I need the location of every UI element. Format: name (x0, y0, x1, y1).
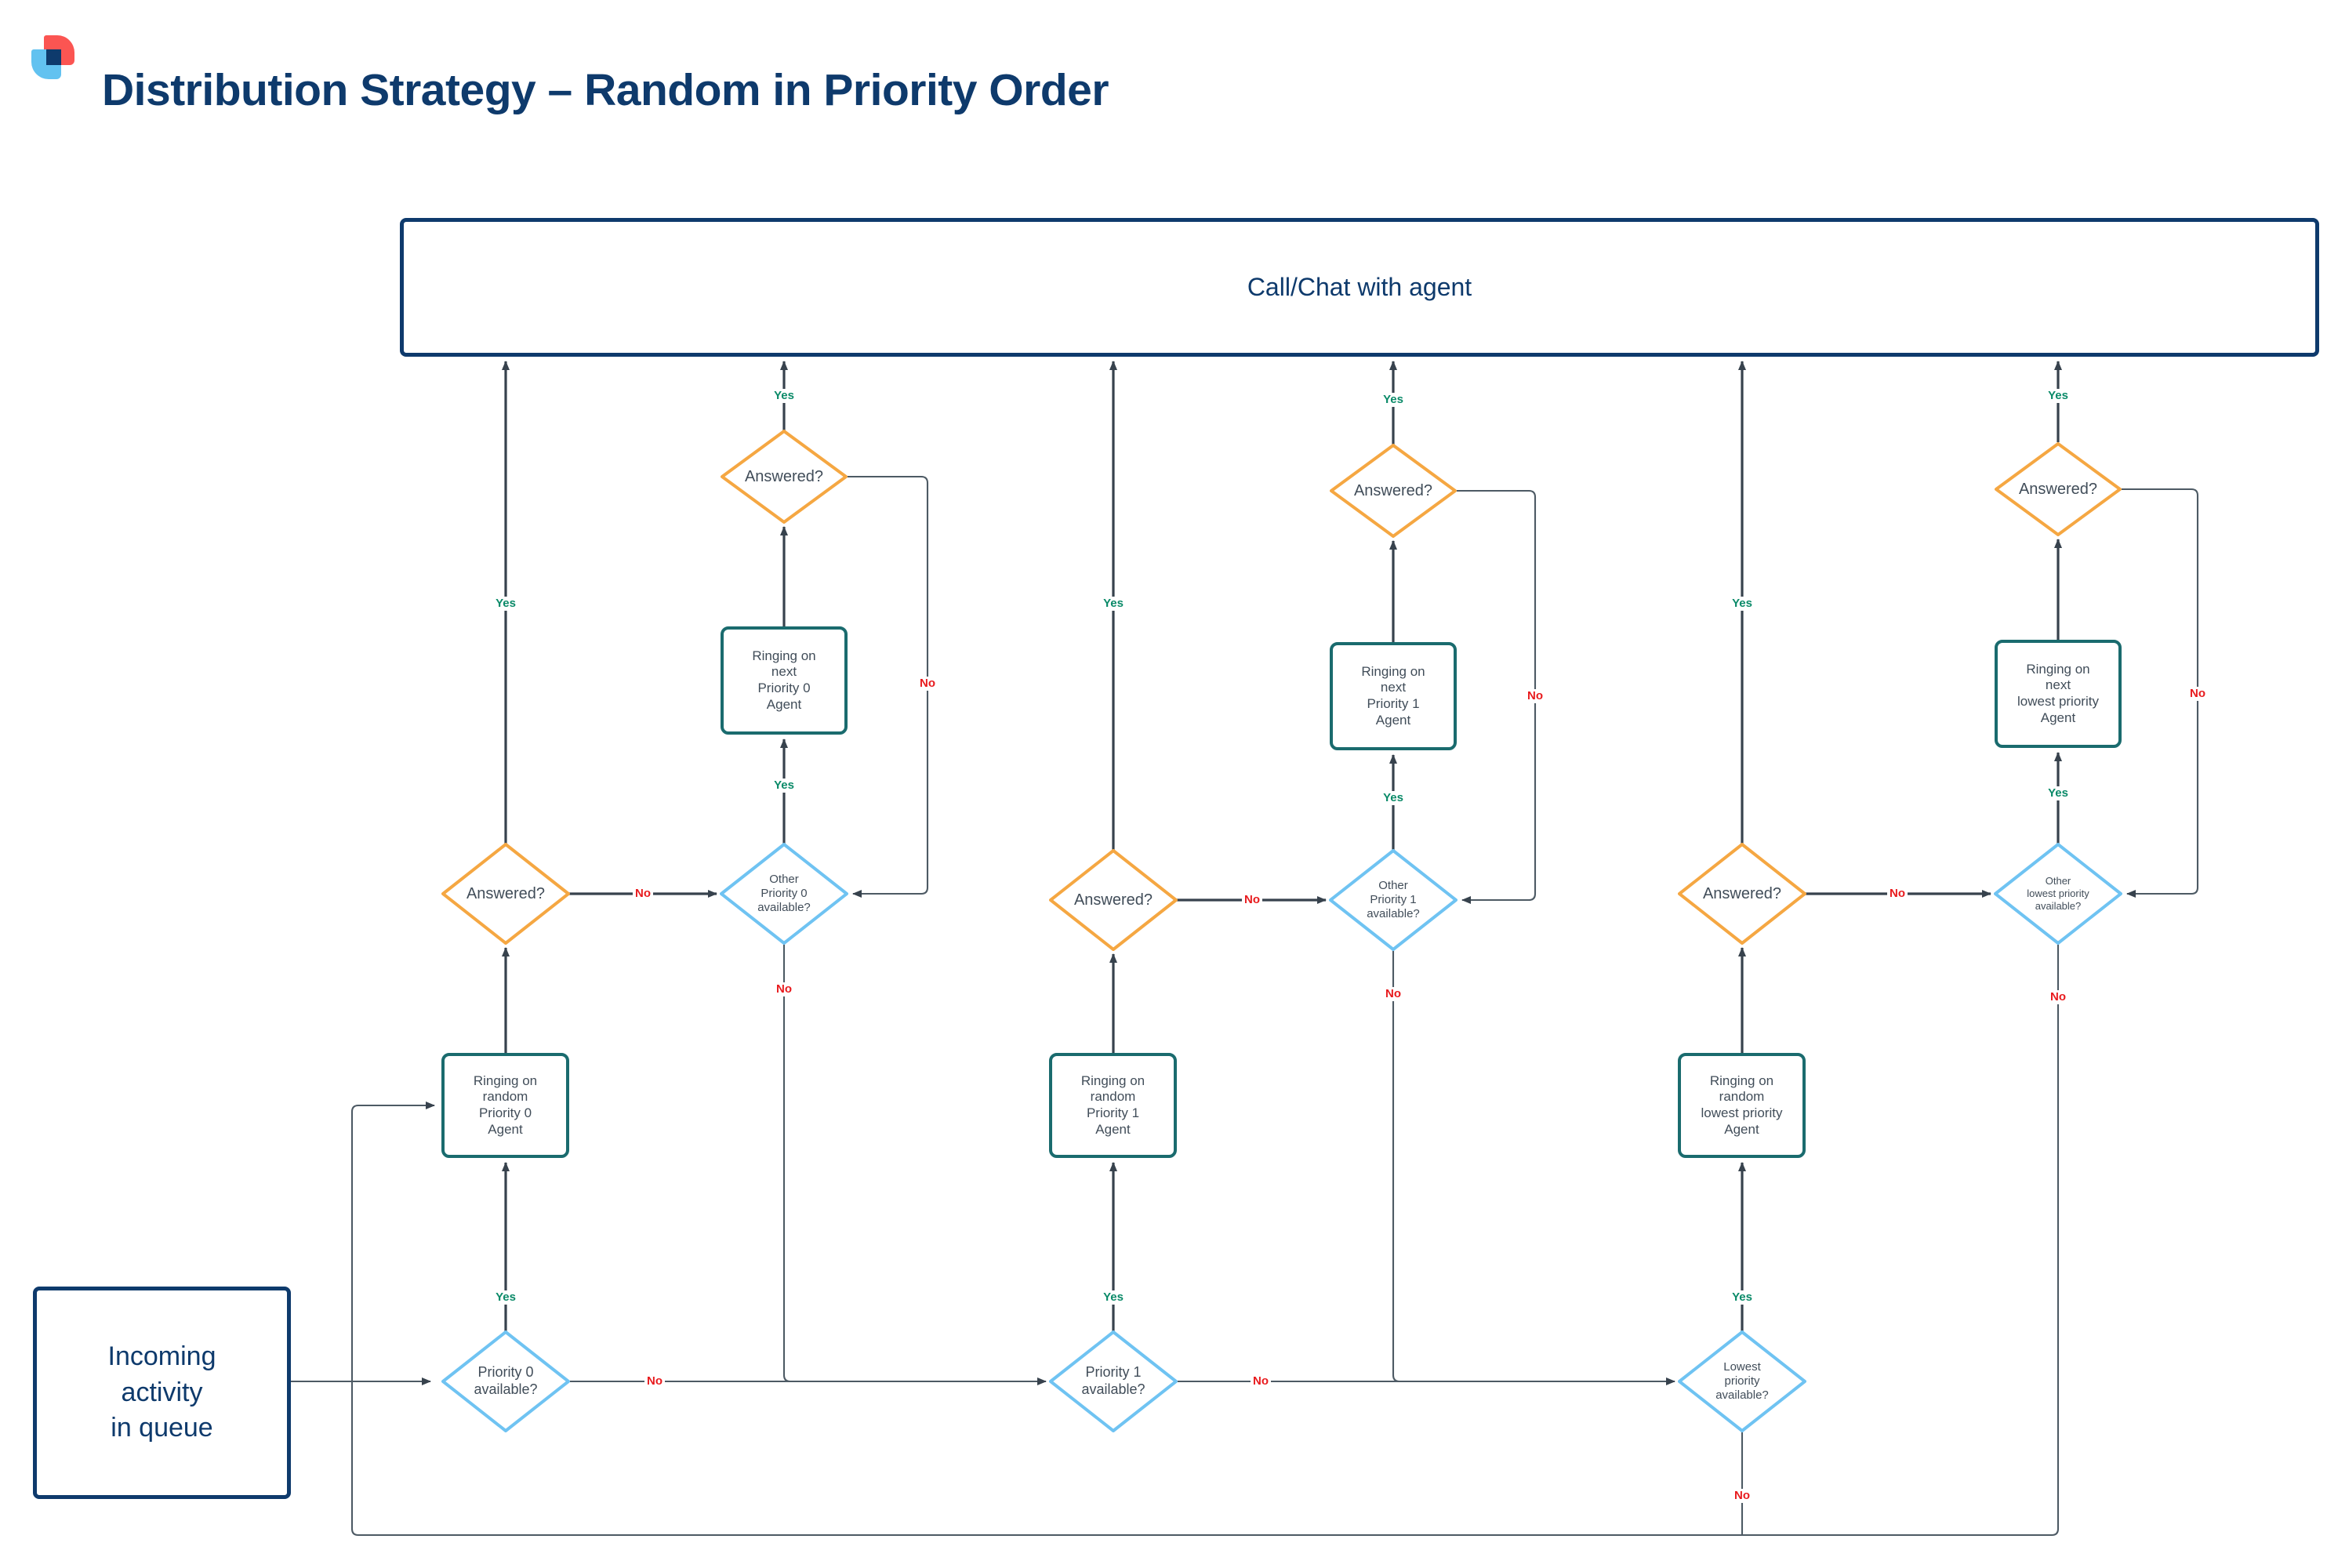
answered-label: Answered? (466, 884, 546, 902)
ring-next-p1-box: Ringing on next Priority 1 Agent (1330, 642, 1457, 750)
no-label: No (1251, 1374, 1271, 1388)
no-label: No (633, 887, 653, 901)
lowest-available-decision: Lowest priority available? (1678, 1330, 1806, 1432)
priority0-available-decision: Priority 0 available? (441, 1330, 570, 1432)
ring-random-p0-label: Ringing on random Priority 0 Agent (473, 1073, 538, 1137)
no-label: No (1383, 987, 1403, 1001)
priority1-available-decision: Priority 1 available? (1049, 1330, 1178, 1432)
other-lowest-available-label: Other lowest priority available? (2027, 875, 2089, 912)
priority1-available-label: Priority 1 available? (1081, 1364, 1145, 1397)
ring-next-p1-label: Ringing on next Priority 1 Agent (1361, 663, 1425, 728)
yes-label: Yes (1101, 597, 1126, 611)
answered-mid-col3-decision: Answered? (1678, 843, 1806, 945)
ring-random-lowest-label: Ringing on random lowest priority Agent (1701, 1073, 1783, 1137)
logo-navy-shape (46, 49, 61, 65)
answered-mid-col1-decision: Answered? (441, 843, 570, 945)
answered-label: Answered? (744, 467, 824, 485)
ring-next-p0-box: Ringing on next Priority 0 Agent (721, 626, 848, 735)
yes-label: Yes (1381, 393, 1406, 407)
answered-mid-col2-decision: Answered? (1049, 849, 1178, 951)
answered-top-col2-decision: Answered? (1330, 444, 1457, 538)
answered-label: Answered? (1702, 884, 1782, 902)
no-label: No (1525, 689, 1545, 703)
lowest-available-label: Lowest priority available? (1715, 1359, 1769, 1403)
other-p0-available-decision: Other Priority 0 available? (720, 843, 848, 945)
yes-label: Yes (771, 779, 797, 793)
no-label: No (917, 677, 938, 691)
ring-random-lowest-box: Ringing on random lowest priority Agent (1678, 1053, 1806, 1158)
yes-label: Yes (1730, 1290, 1755, 1305)
ring-next-lowest-label: Ringing on next lowest priority Agent (2017, 661, 2099, 725)
answered-top-col3-decision: Answered? (1995, 442, 2122, 536)
yes-label: Yes (2046, 389, 2071, 403)
yes-label: Yes (771, 389, 797, 403)
yes-label: Yes (2046, 786, 2071, 800)
call-chat-with-agent-box: Call/Chat with agent (400, 218, 2319, 357)
ring-random-p0-box: Ringing on random Priority 0 Agent (441, 1053, 569, 1158)
ring-next-p0-label: Ringing on next Priority 0 Agent (752, 648, 816, 712)
answered-label: Answered? (1353, 481, 1433, 499)
no-label: No (2187, 687, 2208, 701)
no-label: No (644, 1374, 665, 1388)
yes-label: Yes (493, 1290, 518, 1305)
priority0-available-label: Priority 0 available? (474, 1364, 538, 1397)
other-lowest-available-decision: Other lowest priority available? (1994, 843, 2122, 945)
yes-label: Yes (493, 597, 518, 611)
incoming-activity-box: Incoming activity in queue (33, 1287, 291, 1499)
other-p0-available-label: Other Priority 0 available? (757, 872, 811, 915)
brand-logo-icon (28, 20, 78, 83)
ring-next-lowest-box: Ringing on next lowest priority Agent (1995, 640, 2122, 748)
answered-label: Answered? (2018, 480, 2098, 498)
no-label: No (2048, 990, 2068, 1004)
call-chat-label: Call/Chat with agent (1247, 272, 1472, 301)
other-p1-available-decision: Other Priority 1 available? (1329, 849, 1458, 951)
no-label: No (774, 982, 794, 996)
no-label: No (1242, 893, 1262, 907)
yes-label: Yes (1101, 1290, 1126, 1305)
no-label: No (1732, 1489, 1752, 1503)
answered-label: Answered? (1073, 891, 1153, 909)
ring-random-p1-label: Ringing on random Priority 1 Agent (1080, 1073, 1145, 1137)
ring-random-p1-box: Ringing on random Priority 1 Agent (1049, 1053, 1177, 1158)
no-label: No (1887, 887, 1908, 901)
yes-label: Yes (1730, 597, 1755, 611)
other-p1-available-label: Other Priority 1 available? (1367, 878, 1420, 921)
answered-top-col1-decision: Answered? (721, 430, 848, 524)
yes-label: Yes (1381, 791, 1406, 805)
incoming-activity-label: Incoming activity in queue (107, 1341, 216, 1443)
page-title: Distribution Strategy – Random in Priori… (102, 65, 1109, 115)
